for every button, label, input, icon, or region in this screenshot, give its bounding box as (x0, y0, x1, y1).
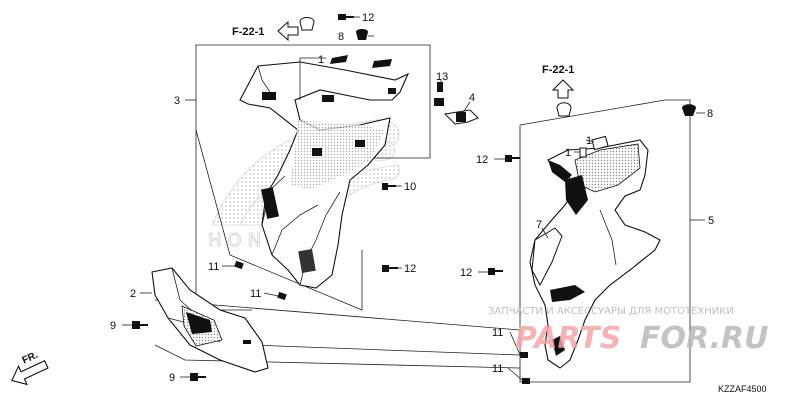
callout-3: 3 (174, 95, 180, 107)
clips-11-right (520, 352, 530, 384)
inner-cover-part-3 (239, 61, 410, 289)
screw-12-right-upper (505, 155, 520, 162)
clips-11-left (234, 260, 287, 301)
screw-10 (382, 183, 396, 190)
callout-12: 12 (362, 12, 374, 24)
callout-9: 9 (110, 320, 116, 332)
ref-label-left: F-22-1 (232, 26, 264, 38)
bolt-13 (434, 82, 444, 106)
clip-parts (330, 55, 392, 68)
callout-11: 11 (492, 363, 503, 375)
push-clip-right (556, 102, 572, 117)
callout-1: 1 (565, 147, 571, 159)
outer-cover-part-5 (529, 135, 661, 369)
callout-1: 1 (586, 135, 592, 147)
lower-garnish-part-2 (151, 267, 269, 373)
watermark-brand-part2: FOR.RU (640, 321, 769, 356)
diagram-code: KZZAF4500 (718, 384, 767, 394)
callouts: 12 8 1 3 13 4 10 11 12 2 11 9 9 8 1 1 12… (110, 12, 714, 384)
screw-9-lower (190, 373, 206, 381)
watermark-brand-part1: PARTS (515, 321, 621, 356)
arrow-front-icon (11, 360, 49, 386)
callout-12: 12 (404, 263, 416, 275)
callout-11: 11 (250, 288, 261, 300)
store-watermark: ЗАПЧАСТИ И АКСЕССУАРЫ ДЛЯ МОТОТЕХНИКИ PA… (488, 306, 769, 356)
clip-8-top (356, 29, 368, 40)
callout-11: 11 (208, 261, 219, 273)
front-direction-arrow: FR. (11, 350, 49, 386)
callout-12: 12 (476, 154, 488, 166)
callout-leaders (122, 16, 705, 381)
push-clip-top-left (299, 17, 315, 31)
bracket-4 (443, 109, 479, 125)
callout-8: 8 (338, 31, 344, 43)
ref-marker-right: F-22-1 (542, 64, 575, 99)
callout-4: 4 (469, 92, 475, 104)
callout-1: 1 (318, 54, 324, 66)
ref-marker-left: F-22-1 (232, 20, 299, 42)
callout-5: 5 (708, 215, 714, 227)
assembly-box-right (519, 99, 691, 383)
callout-12: 12 (460, 267, 472, 279)
arrow-up-icon (551, 79, 575, 99)
clip-8-right (682, 104, 696, 116)
arrow-left-icon (277, 20, 299, 42)
callout-7: 7 (536, 219, 542, 231)
callout-11: 11 (492, 327, 503, 339)
screw-12-right-lower (488, 268, 503, 275)
watermark-store-text: ЗАПЧАСТИ И АКСЕССУАРЫ ДЛЯ МОТОТЕХНИКИ (488, 306, 734, 317)
callout-10: 10 (404, 181, 416, 193)
callout-8: 8 (707, 108, 713, 120)
callout-9: 9 (169, 372, 175, 384)
ref-label-right: F-22-1 (542, 64, 574, 76)
callout-2: 2 (130, 288, 136, 300)
callout-13: 13 (436, 71, 448, 83)
screw-12-mid (382, 265, 398, 272)
screw-9-upper (132, 321, 148, 329)
